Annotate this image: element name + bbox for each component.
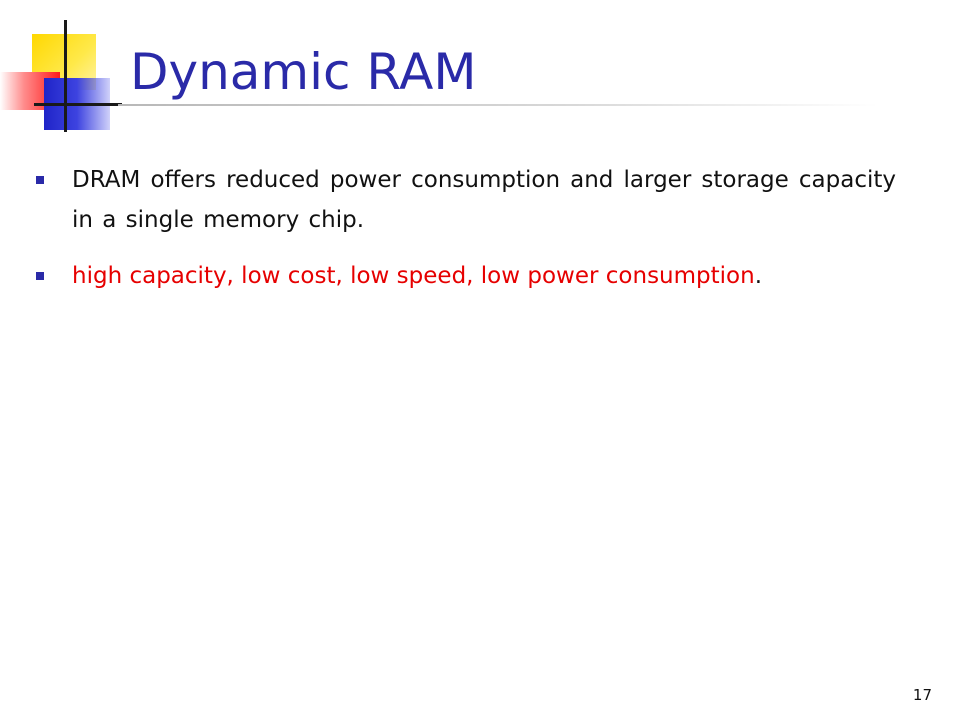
page-number: 17	[912, 686, 932, 704]
bullet-trailing-period: .	[754, 263, 763, 289]
bullet-text: DRAM offers reduced power consumption an…	[72, 167, 896, 233]
square-bullet-icon	[36, 272, 44, 280]
vertical-line-shape	[64, 20, 67, 132]
bullet-item: DRAM offers reduced power consumption an…	[36, 160, 896, 240]
slide-title: Dynamic RAM	[130, 43, 477, 101]
square-bullet-icon	[36, 176, 44, 184]
bullet-item: high capacity, low cost, low speed, low …	[36, 256, 896, 296]
horizontal-line-shape	[34, 103, 122, 106]
decorative-logo	[0, 0, 130, 140]
bullet-text-highlighted: high capacity, low cost, low speed, low …	[72, 263, 755, 289]
bullet-list: DRAM offers reduced power consumption an…	[36, 160, 896, 312]
title-underline	[118, 104, 878, 106]
